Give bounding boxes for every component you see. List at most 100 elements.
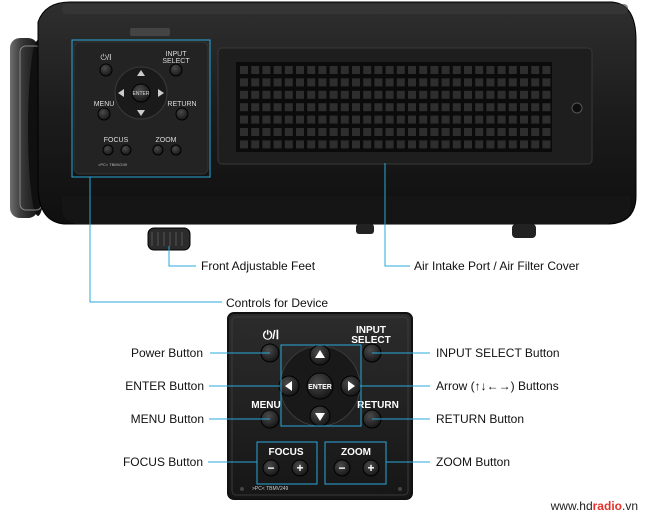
grille-slot bbox=[251, 103, 260, 112]
grille-slot bbox=[396, 103, 405, 112]
projector-body: ⏻/Ⅰ INPUT SELECT ENTER MENU RETURN FOCUS… bbox=[10, 1, 637, 251]
grille-slot bbox=[475, 78, 484, 87]
grille-slot bbox=[284, 78, 293, 87]
grille-slot bbox=[520, 90, 528, 99]
grille-slot bbox=[531, 90, 540, 99]
grille-slot bbox=[419, 78, 428, 87]
grille-slot bbox=[363, 90, 372, 99]
grille-slot bbox=[251, 128, 260, 136]
grille-slot bbox=[385, 115, 394, 124]
grille-slot bbox=[419, 128, 428, 136]
grille-slot bbox=[542, 78, 551, 87]
grille-slot bbox=[240, 140, 248, 149]
grille-slot bbox=[430, 103, 439, 112]
closeup-input-label-2: SELECT bbox=[351, 335, 390, 346]
closeup-dpad: ENTER bbox=[278, 344, 362, 427]
grille-slot bbox=[374, 90, 383, 99]
grille-slot bbox=[273, 66, 282, 74]
zoom-plus-button[interactable]: + bbox=[362, 459, 380, 477]
zoom-minus-button[interactable]: − bbox=[333, 459, 351, 477]
grille-slot bbox=[307, 78, 316, 87]
grille-slot bbox=[408, 90, 416, 99]
grille-slot bbox=[340, 66, 349, 74]
grille-slot bbox=[296, 78, 304, 87]
grille-slot bbox=[374, 103, 383, 112]
grille-slot bbox=[363, 140, 372, 149]
grille-slot bbox=[486, 66, 495, 74]
grille-slot bbox=[531, 128, 540, 136]
closeup-focus-label: FOCUS bbox=[269, 447, 304, 458]
grille-slot bbox=[329, 140, 338, 149]
grille-slot bbox=[419, 103, 428, 112]
svg-text:ZOOM: ZOOM bbox=[156, 137, 177, 144]
grille-slot bbox=[497, 115, 506, 124]
focus-plus-button[interactable]: + bbox=[291, 459, 309, 477]
grille-slot bbox=[251, 78, 260, 87]
closeup-input-label-1: INPUT bbox=[356, 325, 386, 336]
arrow-down-button[interactable] bbox=[309, 405, 331, 427]
grille-slot bbox=[329, 128, 338, 136]
focus-plus-glyph: + bbox=[296, 461, 303, 475]
grille-slot bbox=[475, 140, 484, 149]
grille-slot bbox=[284, 90, 293, 99]
grille-slot bbox=[452, 78, 461, 87]
grille-slot bbox=[531, 140, 540, 149]
grille-slot bbox=[307, 90, 316, 99]
grille-slot bbox=[408, 103, 416, 112]
grille-slot bbox=[452, 128, 461, 136]
label-return-button: RETURN Button bbox=[436, 412, 525, 426]
grille-slot bbox=[441, 103, 450, 112]
grille-slot bbox=[508, 103, 517, 112]
grille-slot bbox=[475, 90, 484, 99]
grille-slot bbox=[396, 128, 405, 136]
grille-slot bbox=[531, 103, 540, 112]
grille-slot bbox=[352, 78, 360, 87]
grille-slot bbox=[430, 66, 439, 74]
label-input-select-button: INPUT SELECT Button bbox=[436, 346, 560, 360]
grille-slot bbox=[318, 140, 327, 149]
arrow-left-button[interactable] bbox=[278, 375, 300, 397]
closeup-enter-button[interactable]: ENTER bbox=[306, 372, 334, 400]
grille-slot bbox=[464, 140, 472, 149]
grille-slot bbox=[396, 90, 405, 99]
grille-slot bbox=[441, 115, 450, 124]
grille-slot bbox=[329, 66, 338, 74]
grille-slot bbox=[497, 66, 506, 74]
grille-slot bbox=[419, 115, 428, 124]
grille-slot bbox=[363, 78, 372, 87]
label-arrow-buttons: Arrow (↑↓←→) Buttons bbox=[436, 379, 559, 393]
grille-slot bbox=[251, 66, 260, 74]
grille-slot bbox=[307, 140, 316, 149]
grille-slot bbox=[452, 90, 461, 99]
grille-slot bbox=[296, 140, 304, 149]
svg-text:MENU: MENU bbox=[94, 101, 115, 108]
grille-slot bbox=[430, 128, 439, 136]
focus-minus-button[interactable]: − bbox=[262, 459, 280, 477]
grille-slot bbox=[352, 115, 360, 124]
grille-slot bbox=[475, 66, 484, 74]
grille-slot bbox=[408, 78, 416, 87]
grille-slot bbox=[385, 128, 394, 136]
grille-slot bbox=[296, 66, 304, 74]
grille-slot bbox=[363, 115, 372, 124]
grille-slot bbox=[284, 128, 293, 136]
arrow-up-button[interactable] bbox=[309, 344, 331, 366]
grille-slot bbox=[497, 78, 506, 87]
focus-minus-glyph: − bbox=[267, 461, 274, 475]
closeup-return-label: RETURN bbox=[357, 400, 399, 411]
grille-slot bbox=[273, 103, 282, 112]
grille-slot bbox=[240, 90, 248, 99]
grille-slot bbox=[363, 66, 372, 74]
grille-slot bbox=[475, 128, 484, 136]
label-menu-button: MENU Button bbox=[130, 412, 204, 426]
grille-slot bbox=[486, 103, 495, 112]
svg-text:FOCUS: FOCUS bbox=[104, 137, 129, 144]
grille-slot bbox=[318, 103, 327, 112]
callout-lines-closeup bbox=[208, 344, 430, 485]
grille-slot bbox=[464, 66, 472, 74]
grille-slot bbox=[508, 78, 517, 87]
grille-slot bbox=[352, 66, 360, 74]
arrow-right-button[interactable] bbox=[340, 375, 362, 397]
grille-slot bbox=[340, 115, 349, 124]
grille-slot bbox=[340, 90, 349, 99]
